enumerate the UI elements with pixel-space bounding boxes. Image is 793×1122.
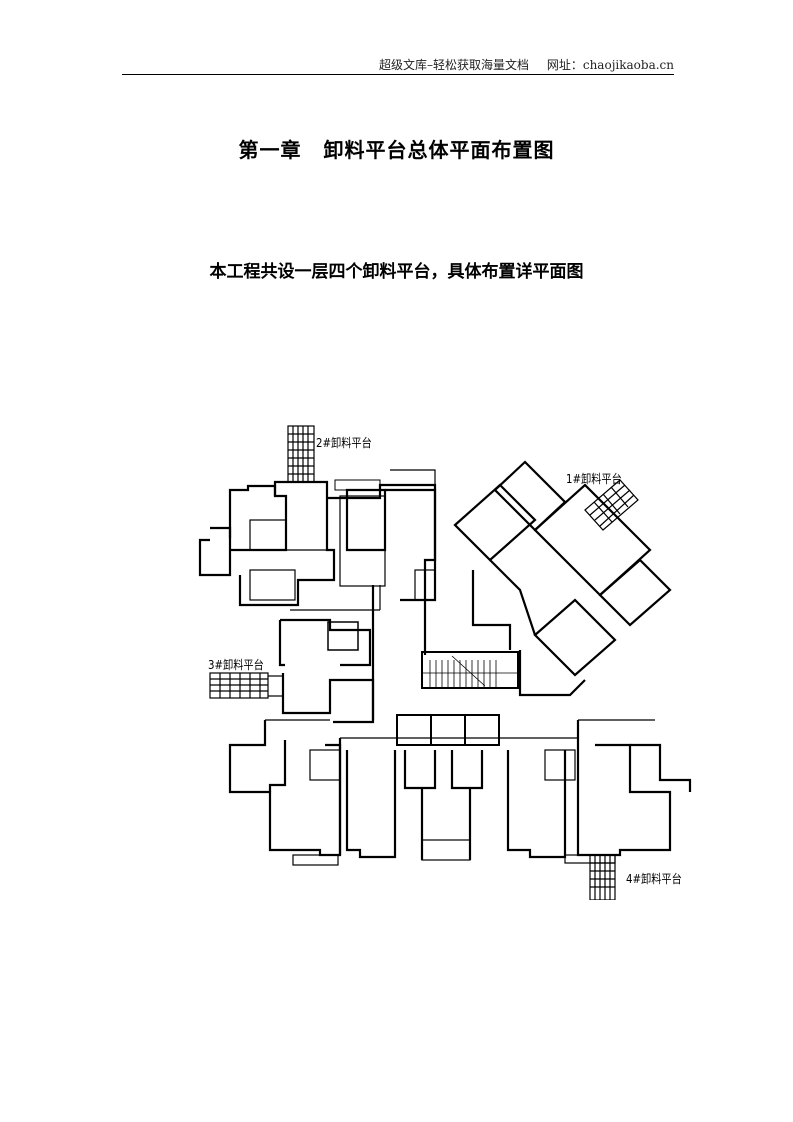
chapter-heading: 卸料平台总体平面布置图	[323, 138, 555, 162]
page-header: 超级文库–轻松获取海量文档 网址：chaojikaoba.cn	[122, 56, 674, 75]
chapter-number: 第一章	[238, 138, 302, 162]
platform-1-label: 1#卸料平台	[566, 472, 622, 486]
platform-2-label: 2#卸料平台	[316, 436, 372, 450]
platform-3-label: 3#卸料平台	[208, 658, 264, 672]
platform-4-grid	[589, 854, 616, 901]
site-url: 网址：chaojikaoba.cn	[546, 58, 674, 72]
site-name: 超级文库–轻松获取海量文档	[379, 58, 530, 72]
intro-text: 本工程共设一层四个卸料平台，具体布置详平面图	[209, 262, 584, 282]
floor-plan: 2#卸料平台 1#卸料平台 3#卸料平台 4#卸料平台	[190, 420, 700, 901]
platform-4-label: 4#卸料平台	[626, 872, 682, 886]
floor-plan-drawing	[198, 425, 692, 901]
chapter-title: 第一章卸料平台总体平面布置图	[0, 134, 793, 163]
platform-2-grid	[287, 425, 315, 483]
platform-3-grid	[209, 672, 283, 699]
platform-1-grid	[584, 479, 639, 531]
